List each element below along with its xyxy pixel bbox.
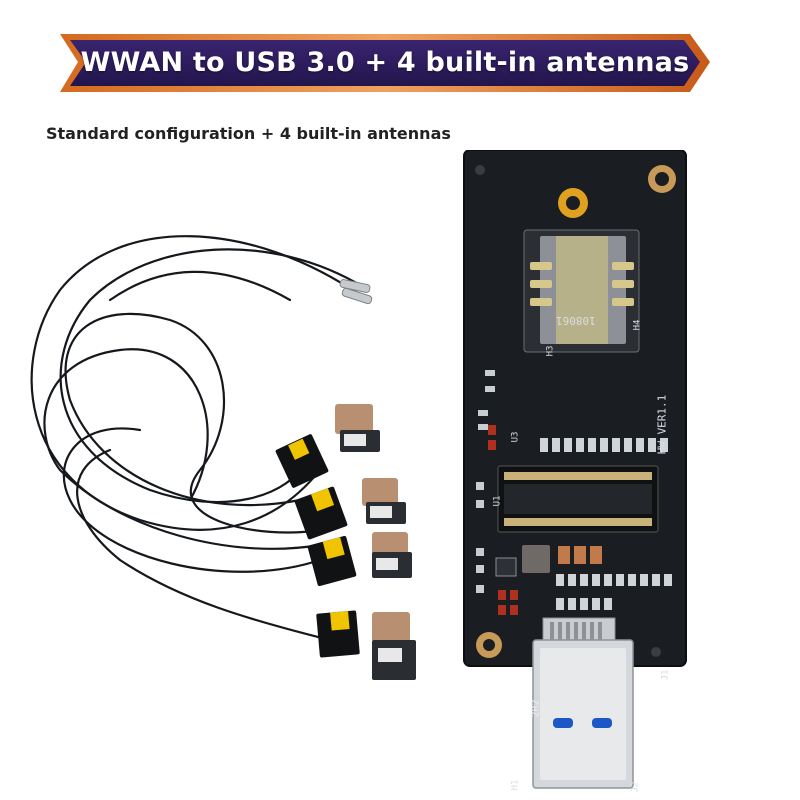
usb-3-plug xyxy=(532,617,634,789)
mark-j2: J2 xyxy=(630,781,641,793)
mark-j1: J1 xyxy=(660,669,671,681)
product-photo: 108061 HW VER1.1 H3 H4 U3 U1 J1 2R2 H1 J… xyxy=(0,150,800,800)
inductor-marking: 2R2 xyxy=(530,699,542,718)
antenna-connectors xyxy=(335,404,416,680)
banner-title: WWAN to USB 3.0 + 4 built-in antennas xyxy=(80,46,690,78)
mark-u3: U3 xyxy=(510,431,521,443)
mark-h1: H1 xyxy=(510,779,521,791)
antenna-flex-boards xyxy=(275,434,360,658)
product-illustration xyxy=(30,150,687,789)
antenna-cables xyxy=(30,235,367,642)
mark-h4: H4 xyxy=(632,319,643,331)
mark-h3: H3 xyxy=(545,345,556,357)
board-model-code: 108061 xyxy=(556,314,596,327)
title-banner: WWAN to USB 3.0 + 4 built-in antennas xyxy=(0,0,800,120)
banner-ribbon xyxy=(60,34,710,92)
antenna-tips xyxy=(339,279,373,305)
mark-u1: U1 xyxy=(492,495,503,507)
board-hw-version: HW VER1.1 xyxy=(655,394,669,455)
subtitle: Standard configuration + 4 built-in ante… xyxy=(46,124,451,143)
adapter-pcb xyxy=(463,150,687,667)
